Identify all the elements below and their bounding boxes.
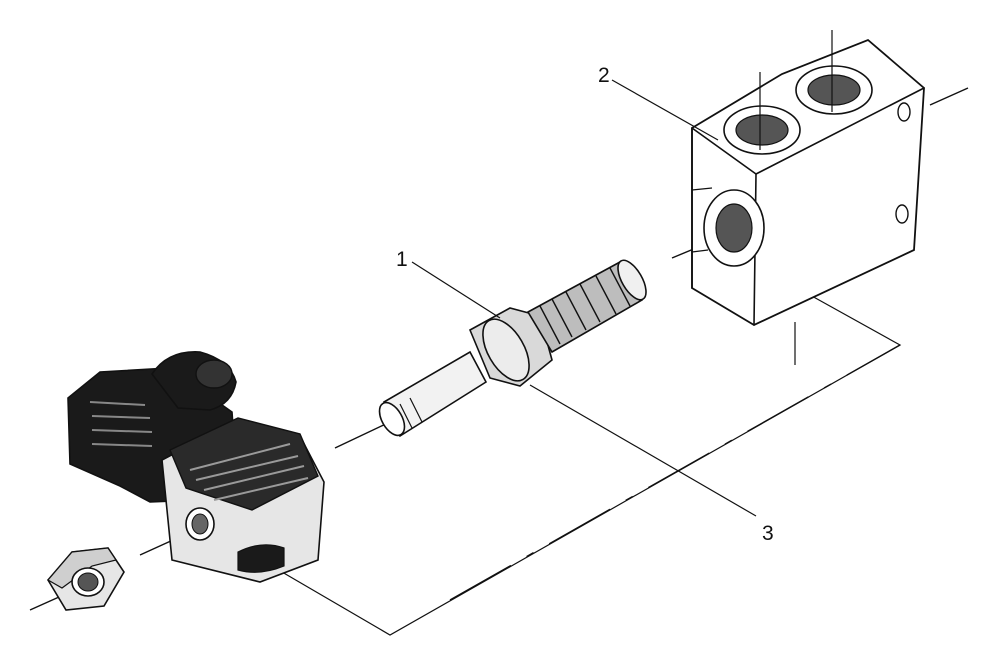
hex-nut (47, 547, 125, 611)
valve-body-block (691, 30, 925, 327)
callout-label-1: 1 (396, 248, 408, 271)
valve-cartridge (378, 259, 647, 438)
callout-label-3: 3 (762, 522, 774, 545)
solenoid-coil-connector (67, 351, 325, 583)
callout-leaders (411, 79, 757, 517)
callout-label-2: 2 (598, 64, 610, 87)
